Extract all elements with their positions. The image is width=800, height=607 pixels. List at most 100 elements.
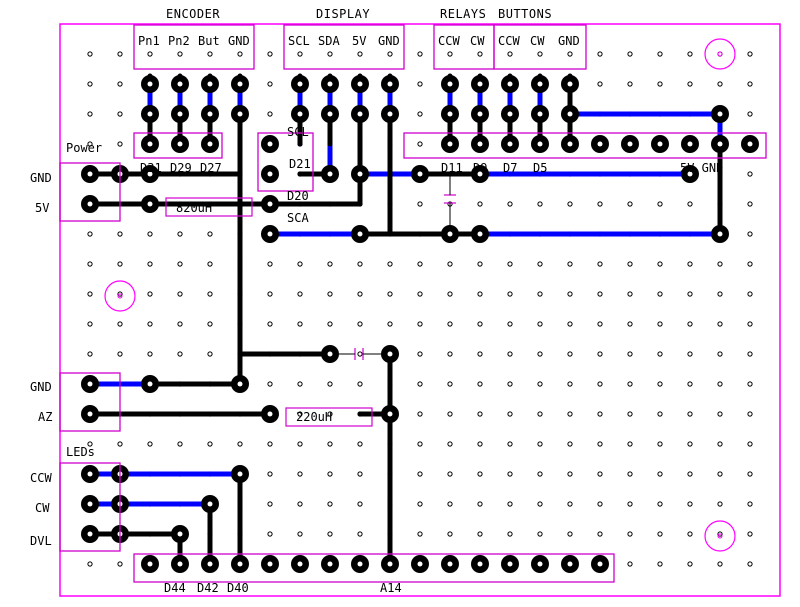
pad-hole <box>237 381 243 387</box>
hole <box>627 411 633 417</box>
hole <box>357 531 363 537</box>
pad-hole <box>207 501 213 507</box>
hole <box>747 351 753 357</box>
hole <box>747 261 753 267</box>
hole <box>747 231 753 237</box>
hole <box>717 501 723 507</box>
hole <box>417 381 423 387</box>
hole <box>447 261 453 267</box>
pad-hole <box>87 381 93 387</box>
pad-hole <box>147 81 153 87</box>
hole <box>417 81 423 87</box>
pin-strip-outline <box>403 132 767 159</box>
hole <box>147 51 153 57</box>
hole <box>447 411 453 417</box>
pad-hole <box>87 201 93 207</box>
pad-hole <box>507 561 513 567</box>
hole <box>87 231 93 237</box>
az-gnd-label: GND <box>30 380 52 394</box>
pad-hole <box>87 171 93 177</box>
hole <box>657 441 663 447</box>
hole <box>537 501 543 507</box>
pad-hole <box>207 561 213 567</box>
hole <box>477 201 483 207</box>
hole <box>297 291 303 297</box>
pad-hole <box>267 561 273 567</box>
hole <box>747 51 753 57</box>
pad-hole <box>327 81 333 87</box>
hole <box>687 531 693 537</box>
pad-hole <box>357 111 363 117</box>
power-5v-label: 5V <box>35 201 49 215</box>
hole <box>627 471 633 477</box>
display-pad-outline <box>257 132 314 192</box>
net-label-d29: D29 <box>170 161 192 175</box>
hole <box>357 381 363 387</box>
hole <box>627 501 633 507</box>
hole <box>687 201 693 207</box>
hole <box>87 441 93 447</box>
hole <box>537 321 543 327</box>
board-outline <box>59 23 781 597</box>
hole <box>597 441 603 447</box>
pad-hole <box>237 561 243 567</box>
pad-hole <box>477 111 483 117</box>
pad-hole <box>267 171 273 177</box>
hole <box>567 381 573 387</box>
hole <box>687 321 693 327</box>
hole <box>177 321 183 327</box>
pad-hole <box>447 561 453 567</box>
hole <box>297 321 303 327</box>
hole <box>357 471 363 477</box>
hole <box>357 351 363 357</box>
pad-hole <box>717 111 723 117</box>
pad-hole <box>177 561 183 567</box>
pad-hole <box>207 81 213 87</box>
hole <box>327 261 333 267</box>
pad-hole <box>147 171 153 177</box>
hole <box>327 531 333 537</box>
relays-pin-2-label: CW <box>470 34 485 48</box>
hole <box>747 471 753 477</box>
hole <box>657 51 663 57</box>
pad-hole <box>327 351 333 357</box>
mounting-hole-center <box>717 51 723 57</box>
net-label-d44: D44 <box>164 581 186 595</box>
hole <box>297 441 303 447</box>
hole <box>717 351 723 357</box>
hole <box>507 411 513 417</box>
relays-title: RELAYS <box>440 7 486 21</box>
hole <box>357 441 363 447</box>
hole <box>537 51 543 57</box>
hole <box>537 201 543 207</box>
pad-hole <box>567 141 573 147</box>
hole <box>447 51 453 57</box>
hole <box>717 291 723 297</box>
leds-cw-label: CW <box>35 501 50 515</box>
hole <box>117 261 123 267</box>
hole <box>747 441 753 447</box>
pad-hole <box>717 231 723 237</box>
hole <box>477 411 483 417</box>
hole <box>477 531 483 537</box>
hole <box>117 351 123 357</box>
hole <box>537 531 543 537</box>
hole <box>567 471 573 477</box>
hole <box>117 111 123 117</box>
hole <box>147 321 153 327</box>
hole <box>207 321 213 327</box>
hole <box>717 81 723 87</box>
hole <box>597 291 603 297</box>
hole <box>537 351 543 357</box>
hole <box>747 501 753 507</box>
hole <box>297 471 303 477</box>
hole <box>657 471 663 477</box>
hole <box>417 531 423 537</box>
hole <box>117 321 123 327</box>
hole <box>357 261 363 267</box>
hole <box>507 471 513 477</box>
pad-hole <box>177 531 183 537</box>
pad-hole <box>447 111 453 117</box>
pad-hole <box>237 81 243 87</box>
hole <box>207 441 213 447</box>
